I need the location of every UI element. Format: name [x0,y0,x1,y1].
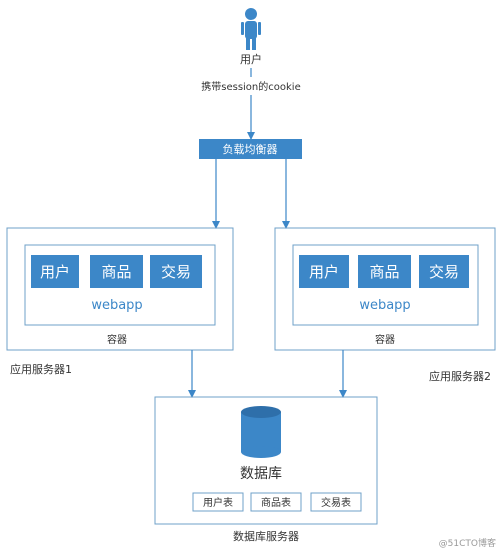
svg-text:用户: 用户 [40,263,70,281]
db-label: 数据库 [240,466,282,482]
svg-text:商品: 商品 [369,263,399,281]
module-user: 用户 [299,255,349,288]
module-product: 商品 [358,255,411,288]
load-balancer-label: 负载均衡器 [223,142,278,156]
app-server-1-label: 应用服务器1 [10,362,72,376]
module-trade: 交易 [419,255,469,288]
webapp-label: webapp [91,298,142,313]
db-server: 数据库 用户表 商品表 交易表 [154,396,378,525]
svg-text:商品: 商品 [101,263,131,281]
db-server-label: 数据库服务器 [233,529,299,543]
load-balancer: 负载均衡器 [199,139,302,159]
svg-text:商品表: 商品表 [261,496,291,509]
svg-text:交易表: 交易表 [321,496,351,509]
svg-text:用户: 用户 [309,263,339,281]
user-icon [241,8,261,50]
database-icon [241,406,281,458]
module-product: 商品 [90,255,143,288]
app-server-1: 用户 商品 交易 webapp 容器 [6,227,234,351]
cookie-label: 携带session的cookie [201,80,300,93]
svg-text:交易: 交易 [161,263,191,281]
svg-text:交易: 交易 [429,263,459,281]
webapp-label: webapp [359,298,410,313]
table-user: 用户表 [192,492,244,512]
table-trade: 交易表 [310,492,362,512]
watermark: @51CTO博客 [439,537,496,549]
app-server-2-label: 应用服务器2 [429,369,491,383]
module-user: 用户 [31,255,79,288]
table-product: 商品表 [250,492,302,512]
module-trade: 交易 [150,255,202,288]
container-label: 容器 [375,333,395,346]
webapp-container [292,244,479,326]
webapp-container [24,244,216,326]
container-label: 容器 [107,333,127,346]
svg-text:用户表: 用户表 [203,496,233,509]
user-label: 用户 [240,52,262,66]
app-server-2: 用户 商品 交易 webapp 容器 [274,227,496,351]
